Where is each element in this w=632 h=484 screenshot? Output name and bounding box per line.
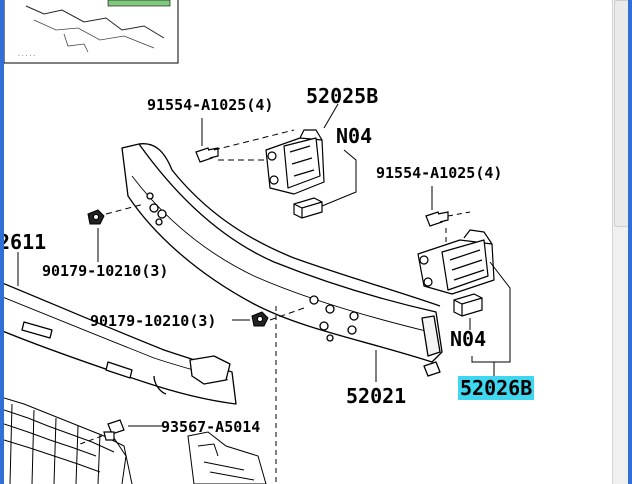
bumper-cover[interactable] xyxy=(4,282,237,405)
overview-inset[interactable]: · · · · · xyxy=(4,0,179,64)
washer-nut-left[interactable] xyxy=(87,209,105,225)
label-washer-mid[interactable]: 90179-10210(3) xyxy=(90,312,217,330)
label-bolt-right[interactable]: 91554-A1025(4) xyxy=(376,164,503,182)
nut-top[interactable] xyxy=(293,197,323,219)
label-washer-left[interactable]: 90179-10210(3) xyxy=(42,262,169,280)
vertical-scrollbar[interactable] xyxy=(612,0,629,484)
label-bumper-cover[interactable]: 2611 xyxy=(4,230,47,254)
label-clip-bottom[interactable]: 93567-A5014 xyxy=(161,418,261,436)
bolt-top[interactable] xyxy=(195,147,219,163)
leader-lines xyxy=(17,103,511,484)
svg-text:· · · · ·: · · · · · xyxy=(18,53,35,60)
label-nut-top[interactable]: N04 xyxy=(336,124,373,148)
label-bracket-top[interactable]: 52025B xyxy=(306,84,379,108)
bolt-right[interactable] xyxy=(425,211,449,227)
label-nut-right[interactable]: N04 xyxy=(450,327,487,351)
window-border-right xyxy=(628,0,632,484)
nut-right[interactable] xyxy=(453,293,483,317)
bracket-52025b[interactable] xyxy=(265,129,325,195)
washer-nut-mid[interactable] xyxy=(251,311,269,327)
lower-bracket[interactable] xyxy=(187,431,267,484)
bracket-52026b[interactable] xyxy=(417,229,495,295)
label-bracket-right-highlighted[interactable]: 52026B xyxy=(458,376,535,400)
grille[interactable] xyxy=(4,397,133,484)
parts-diagram-drawing: · · · · · xyxy=(4,0,511,484)
label-reinforcement[interactable]: 52021 xyxy=(346,384,407,408)
bumper-reinforcement-beam[interactable] xyxy=(121,143,443,377)
label-bolt-top[interactable]: 91554-A1025(4) xyxy=(147,96,274,114)
parts-diagram-canvas: · · · · · xyxy=(4,0,612,484)
clip-bottom[interactable] xyxy=(103,419,125,441)
window-border-left xyxy=(0,0,4,484)
scrollbar-thumb[interactable] xyxy=(614,0,629,227)
